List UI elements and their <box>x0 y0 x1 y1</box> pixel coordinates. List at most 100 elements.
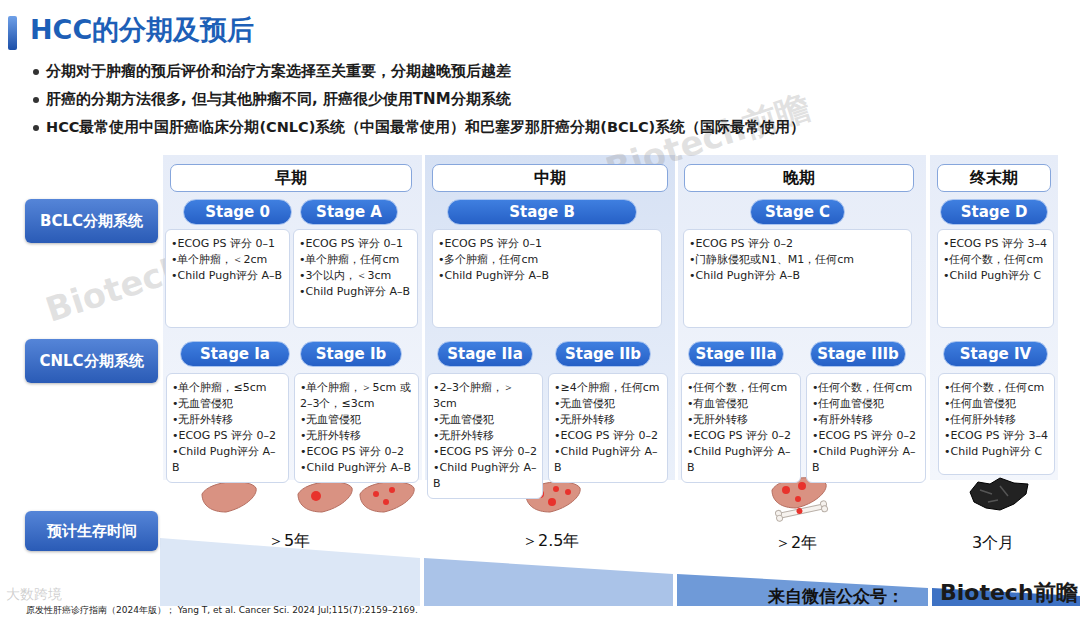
node-text: Stage B <box>509 203 575 221</box>
bullet-dot <box>33 125 39 131</box>
node-text: Stage IIb <box>565 345 641 363</box>
node-text: Stage 0 <box>205 203 270 221</box>
criteria-box: •单个肿瘤，≤5cm•无血管侵犯•无肝外转移•ECOG PS 评分 0–2•Ch… <box>166 373 289 483</box>
node-text: Stage IIIa <box>695 345 776 363</box>
criteria-line: •任何个数，任何cm <box>687 380 795 396</box>
stage-pill: Stage Ib <box>300 341 402 367</box>
bullet-dot <box>33 97 39 103</box>
survival-time: ＞5年 <box>268 531 310 552</box>
criteria-line: •ECOG PS 评分 0–2 <box>172 428 283 444</box>
criteria-line: •任何个数，任何cm <box>812 380 920 396</box>
criteria-line: •ECOG PS 评分 0–1 <box>171 236 284 252</box>
criteria-box: •≥4个肿瘤，任何cm•无血管侵犯•无肝外转移•ECOG PS 评分 0–2•C… <box>548 373 668 483</box>
criteria-line: •无肝外转移 <box>172 412 283 428</box>
criteria-line: •任何个数，任何cm <box>943 252 1048 268</box>
node-text: Stage IV <box>960 345 1031 363</box>
criteria-line: •ECOG PS 评分 3–4 <box>944 428 1049 444</box>
column-panel <box>678 155 926 480</box>
criteria-line: •ECOG PS 评分 0–2 <box>433 444 537 460</box>
criteria-line: •ECOG PS 评分 0–2 <box>687 428 795 444</box>
node-text: Stage IIa <box>447 345 523 363</box>
criteria-line: •任何血管侵犯 <box>812 396 920 412</box>
criteria-box: •ECOG PS 评分 0–1•单个肿瘤，任何cm•3个以内，＜3cm•Chil… <box>293 229 418 328</box>
criteria-line: •无血管侵犯 <box>172 396 283 412</box>
criteria-box: •任何个数，任何cm•任何血管侵犯•有肝外转移•ECOG PS 评分 0–2•C… <box>806 373 926 483</box>
node-text: 中期 <box>534 168 566 189</box>
system-label: CNLC分期系统 <box>25 339 158 383</box>
reference: 原发性肝癌诊疗指南（2024年版）； Yang T, et al. Cancer… <box>26 604 418 617</box>
criteria-line: •单个肿瘤，＞5cm 或2–3个，≤3cm <box>300 380 413 412</box>
survival-ramp <box>160 538 420 606</box>
criteria-line: •Child Pugh评分 A–B <box>687 444 795 476</box>
criteria-line: •单个肿瘤，≤5cm <box>172 380 283 396</box>
criteria-line: •任何血管侵犯 <box>944 396 1049 412</box>
node-text: Stage C <box>765 203 830 221</box>
criteria-box: •任何个数，任何cm•有血管侵犯•无肝外转移•ECOG PS 评分 0–2•Ch… <box>681 373 801 483</box>
criteria-line: •有肝外转移 <box>812 412 920 428</box>
bullet-text: 分期对于肿瘤的预后评价和治疗方案选择至关重要，分期越晚预后越差 <box>46 62 511 81</box>
stage-pill: Stage IV <box>943 341 1048 367</box>
criteria-line: •任何个数，任何cm <box>944 380 1049 396</box>
criteria-line: •ECOG PS 评分 0–2 <box>300 444 413 460</box>
period-header: 晚期 <box>684 164 914 192</box>
criteria-box: •ECOG PS 评分 0–2•门静脉侵犯或N1、M1，任何cm•Child P… <box>683 229 912 328</box>
node-text: 晚期 <box>783 168 815 189</box>
criteria-line: •无肝外转移 <box>433 428 537 444</box>
criteria-line: •无肝外转移 <box>554 412 662 428</box>
liver-icon <box>360 482 414 512</box>
node-text: 早期 <box>275 168 307 189</box>
criteria-line: •无肝外转移 <box>687 412 795 428</box>
survival-ramp <box>932 588 1080 606</box>
node-text: Stage A <box>316 203 382 221</box>
node-text: 终末期 <box>970 168 1018 189</box>
stage-pill: Stage IIIb <box>810 341 906 367</box>
stage-pill: Stage IIb <box>555 341 651 367</box>
stage-pill: Stage IIIa <box>688 341 784 367</box>
node-text: Stage D <box>961 203 1028 221</box>
node-text: Stage Ib <box>316 345 387 363</box>
criteria-line: •ECOG PS 评分 0–2 <box>812 428 920 444</box>
criteria-line: •单个肿瘤，＜2cm <box>171 252 284 268</box>
criteria-line: •无血管侵犯 <box>433 412 537 428</box>
criteria-line: •多个肿瘤，任何cm <box>438 252 656 268</box>
node-text: CNLC分期系统 <box>39 352 143 371</box>
criteria-line: •Child Pugh评分 A–B <box>812 444 920 476</box>
criteria-box: •单个肿瘤，＞5cm 或2–3个，≤3cm•无血管侵犯•无肝外转移•ECOG P… <box>294 373 419 483</box>
criteria-line: •3个以内，＜3cm <box>299 268 412 284</box>
survival-ramp <box>424 558 673 606</box>
stage-pill: Stage D <box>940 199 1048 225</box>
period-header: 早期 <box>170 164 412 192</box>
bullet-text: 肝癌的分期方法很多, 但与其他肿瘤不同, 肝癌很少使用TNM分期系统 <box>46 90 511 109</box>
criteria-line: •Child Pugh评分 A–B <box>689 268 906 284</box>
criteria-line: •Child Pugh评分 A–B <box>438 268 656 284</box>
criteria-line: •有血管侵犯 <box>687 396 795 412</box>
criteria-box: •ECOG PS 评分 0–1•单个肿瘤，＜2cm•Child Pugh评分 A… <box>165 229 290 328</box>
criteria-line: •ECOG PS 评分 0–2 <box>689 236 906 252</box>
criteria-line: •Child Pugh评分 A–B <box>299 284 412 300</box>
criteria-line: •ECOG PS 评分 0–1 <box>299 236 412 252</box>
node-text: 预计生存时间 <box>47 522 137 541</box>
criteria-line: •2–3个肿瘤，＞3cm <box>433 380 537 412</box>
criteria-box: •任何个数，任何cm•任何血管侵犯•任何肝外转移•ECOG PS 评分 3–4•… <box>938 373 1055 475</box>
criteria-line: •任何肝外转移 <box>944 412 1049 428</box>
liver-icon <box>970 478 1028 510</box>
criteria-line: •Child Pugh评分 A–B <box>300 460 413 476</box>
stage-pill: Stage B <box>447 199 637 225</box>
source-note: 来自微信公众号： <box>768 585 904 608</box>
column-panel <box>930 155 1058 480</box>
criteria-box: •ECOG PS 评分 3–4•任何个数，任何cm•Child Pugh评分 C <box>937 229 1054 328</box>
survival-time: ＞2.5年 <box>522 531 579 552</box>
bone-icon <box>775 500 828 522</box>
criteria-line: •门静脉侵犯或N1、M1，任何cm <box>689 252 906 268</box>
criteria-line: •ECOG PS 评分 3–4 <box>943 236 1048 252</box>
stage-pill: Stage A <box>300 199 398 225</box>
title-bar <box>8 16 17 50</box>
node-text: Stage Ia <box>200 345 270 363</box>
criteria-line: •Child Pugh评分 A–B <box>433 460 537 492</box>
criteria-line: •ECOG PS 评分 0–1 <box>438 236 656 252</box>
criteria-line: •无肝外转移 <box>300 428 413 444</box>
stage-pill: Stage IIa <box>437 341 533 367</box>
survival-time: 3个月 <box>972 533 1014 554</box>
system-label: BCLC分期系统 <box>25 199 158 243</box>
criteria-line: •无血管侵犯 <box>300 412 413 428</box>
